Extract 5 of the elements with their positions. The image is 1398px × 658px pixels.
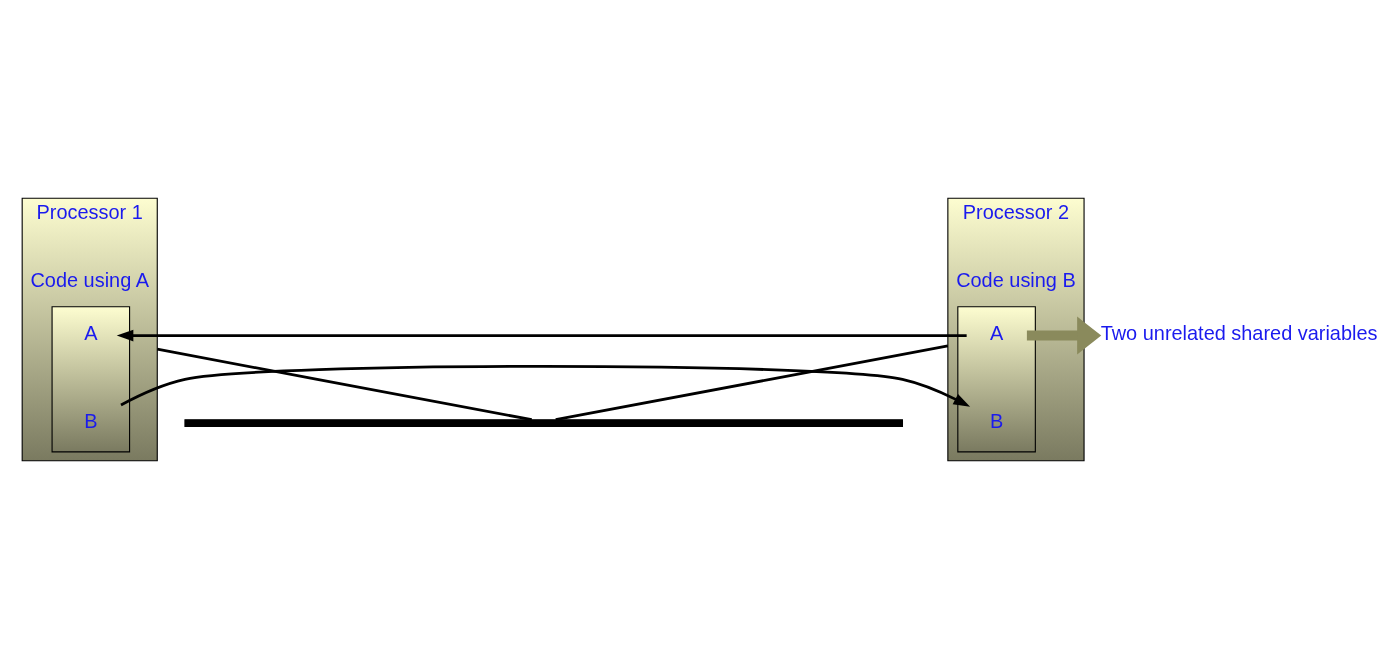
node-text: Two unrelated shared variables <box>1100 321 1378 344</box>
node-text: A <box>989 321 1004 344</box>
node-text: B <box>989 409 1004 432</box>
node-text: A <box>84 321 98 344</box>
node-text: B <box>84 409 98 432</box>
